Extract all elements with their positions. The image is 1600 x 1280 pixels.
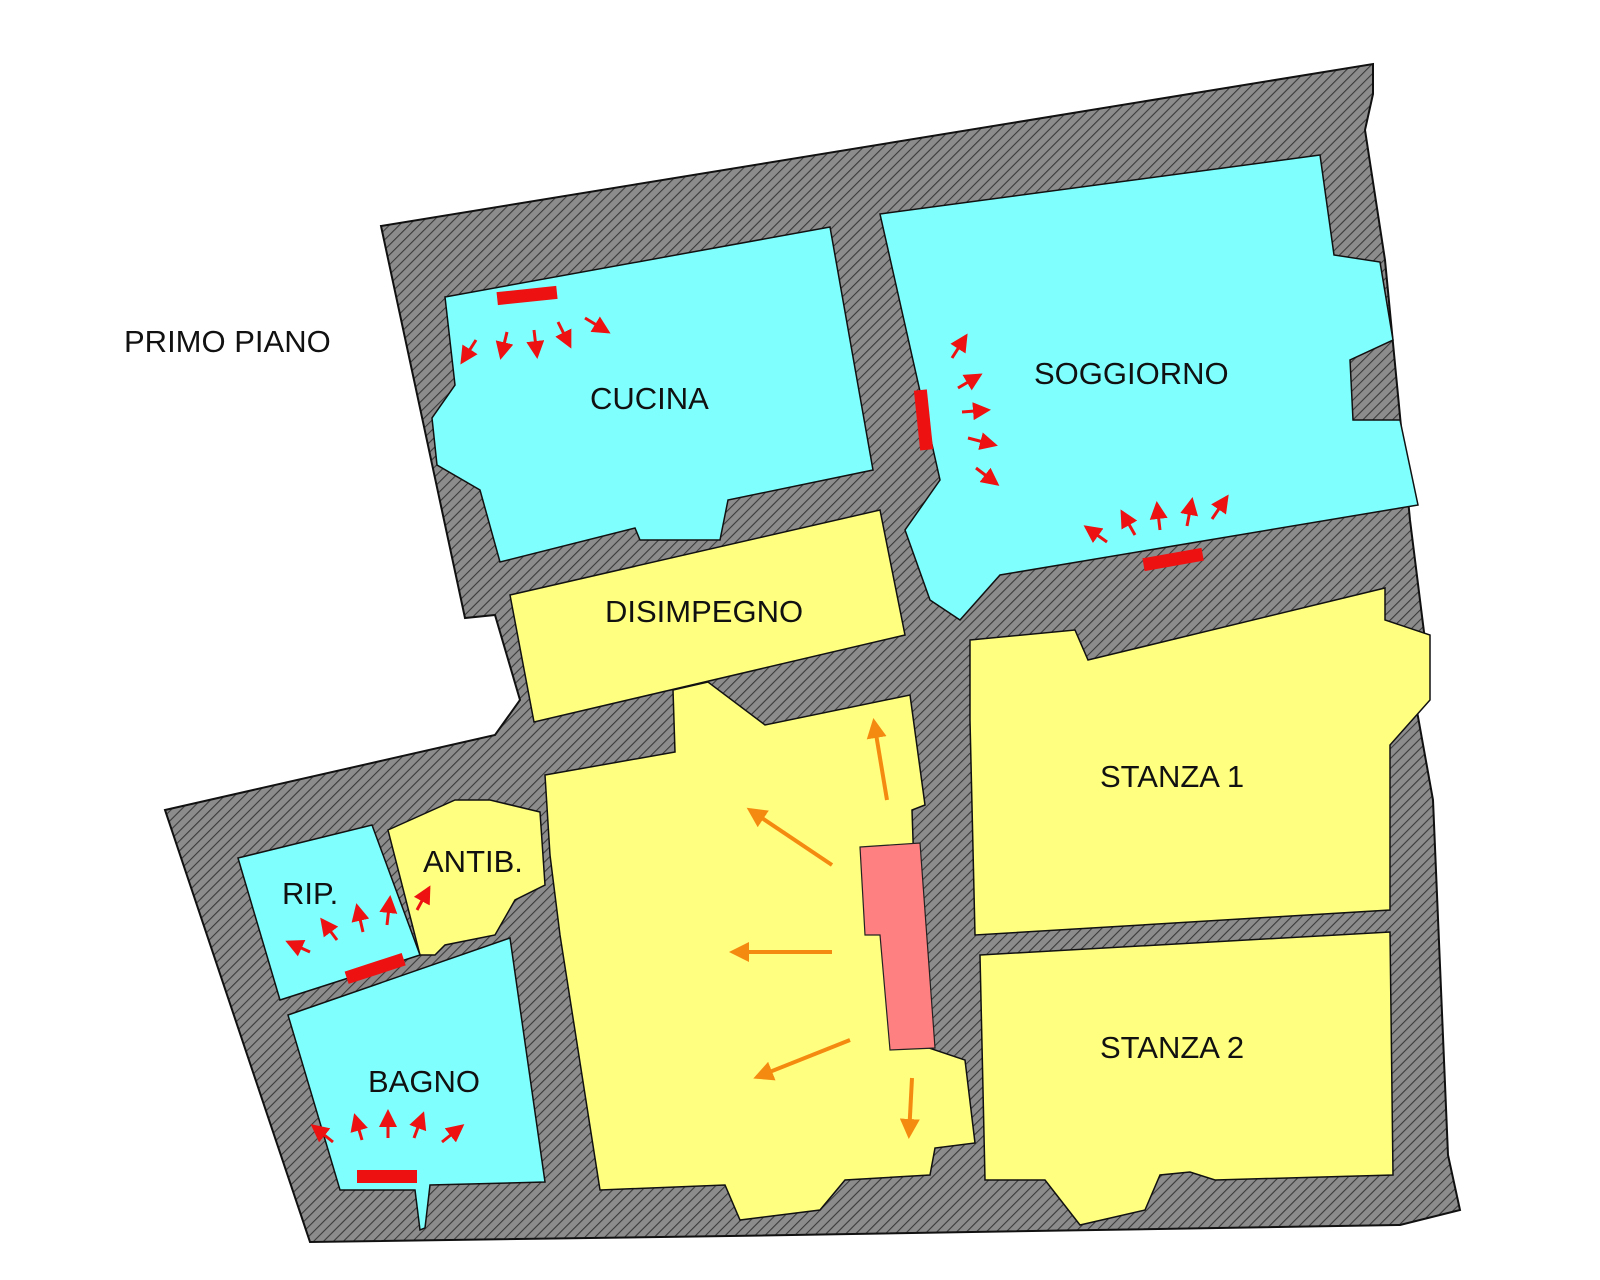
heat-arrow [975, 466, 1000, 486]
labels: PRIMO PIANO CUCINA SOGGIORNO DISIMPEGNO … [124, 324, 1244, 1099]
label-cucina: CUCINA [590, 381, 709, 416]
stove-arrow [899, 1077, 920, 1139]
radiator-ripostiglio [344, 953, 406, 984]
heat-arrow [1149, 501, 1168, 531]
heat-arrow [1083, 525, 1108, 544]
heat-arrow [460, 339, 478, 365]
room-bagno [287, 936, 546, 1232]
heat-arrow [1210, 494, 1229, 520]
label-bagno: BAGNO [368, 1064, 480, 1099]
room-stanza1 [969, 587, 1431, 936]
heat-arrow [310, 1124, 334, 1144]
rooms [237, 154, 1431, 1232]
heat-arrow [950, 333, 968, 359]
label-ripostiglio: RIP. [282, 876, 338, 911]
heat-arrows [285, 316, 1229, 1144]
room-cucina [431, 226, 874, 563]
heat-arrow [413, 885, 431, 911]
radiator-bagno [357, 1170, 417, 1183]
heat-arrow [526, 329, 545, 359]
radiator-soggiorno-bottom [1142, 547, 1204, 572]
label-soggiorno: SOGGIORNO [1034, 356, 1229, 391]
stove-arrow [746, 807, 834, 867]
room-disimpegno [509, 509, 906, 723]
radiators [344, 285, 1204, 1183]
room-antibagno [387, 799, 546, 956]
heat-arrow [350, 1113, 368, 1141]
radiator-soggiorno-wall [913, 389, 934, 451]
heat-arrow [961, 402, 991, 421]
heat-arrow [379, 895, 398, 926]
stove-arrows [729, 718, 920, 1139]
heat-arrow [555, 321, 572, 349]
heat-arrow [409, 1111, 427, 1139]
heat-arrow [285, 940, 311, 957]
stove-arrow [753, 1038, 851, 1081]
label-stanza1: STANZA 1 [1100, 759, 1244, 794]
room-stanza2 [979, 931, 1394, 1226]
radiator-cucina [496, 285, 558, 306]
label-stanza2: STANZA 2 [1100, 1030, 1244, 1065]
heat-arrow [320, 917, 339, 941]
room-ripostiglio [237, 824, 421, 1001]
heat-arrow [967, 432, 998, 450]
heat-arrow [1180, 497, 1199, 527]
heat-arrow [441, 1124, 465, 1144]
stove [859, 842, 936, 1051]
label-disimpegno: DISIMPEGNO [605, 594, 803, 629]
stove-arrow [866, 718, 889, 801]
room-soggiorno [879, 154, 1419, 621]
heat-arrow [1120, 509, 1138, 536]
heat-arrow [495, 331, 514, 360]
heat-arrow [351, 903, 370, 933]
heat-arrow [957, 373, 983, 391]
heat-arrow [584, 316, 611, 334]
label-antibagno: ANTIB. [423, 844, 523, 879]
plan-title: PRIMO PIANO [124, 324, 331, 359]
